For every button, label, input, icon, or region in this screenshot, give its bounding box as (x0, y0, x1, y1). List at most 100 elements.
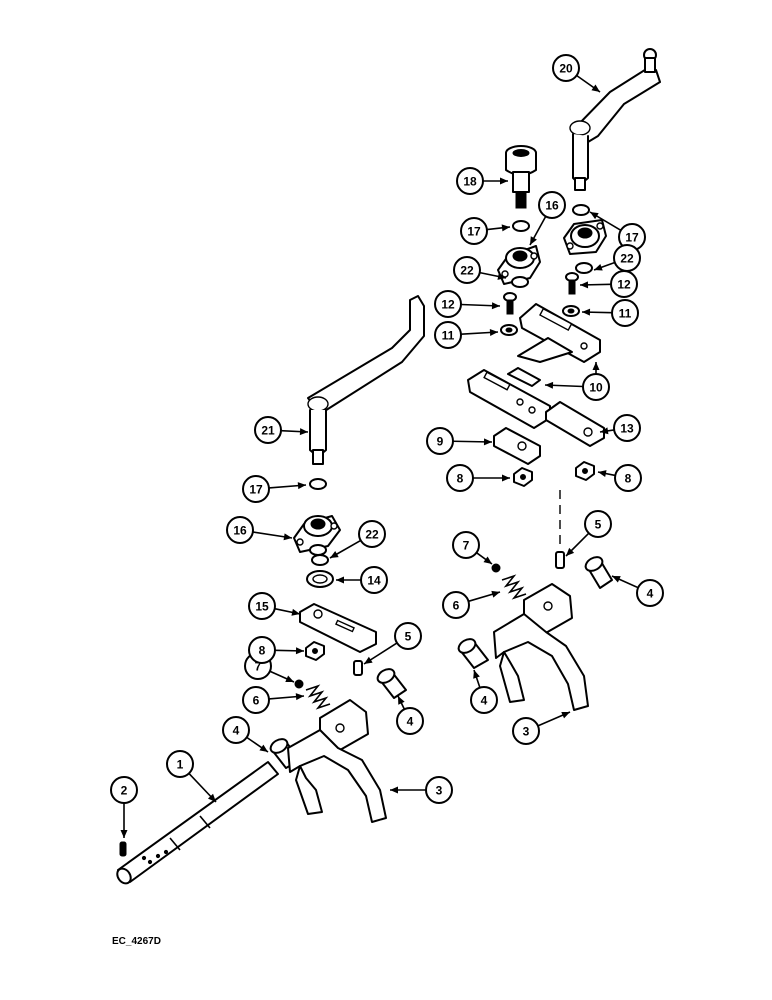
leader-arrowhead (566, 547, 575, 556)
callout-number: 9 (437, 435, 444, 449)
callout-number: 8 (457, 472, 464, 486)
leader-arrowhead (598, 470, 607, 478)
callout-circle (470, 686, 498, 714)
callout-number: 4 (647, 587, 654, 601)
callout-12: 12 (610, 270, 638, 298)
leader-arrowhead (336, 576, 344, 584)
callout-circle (426, 427, 454, 455)
leader-arrowhead (600, 427, 609, 435)
callout-number: 8 (625, 472, 632, 486)
roll-pin-2 (119, 841, 127, 857)
callout-number: 12 (617, 278, 631, 292)
callout-circle (226, 516, 254, 544)
callout-10: 10 (582, 373, 610, 401)
leader-arrowhead (283, 533, 292, 541)
o-ring-22-lower (311, 554, 329, 566)
leader-arrowhead (497, 272, 506, 280)
leader-arrowhead (330, 550, 339, 558)
callout-15: 15 (248, 592, 276, 620)
callout-8: 8 (446, 464, 474, 492)
interlock-plate-10 (467, 303, 601, 429)
callout-16: 16 (538, 191, 566, 219)
callout-circle (460, 217, 488, 245)
callout-circle (222, 716, 250, 744)
plunger-18 (505, 145, 537, 209)
callout-22: 22 (358, 520, 386, 548)
leader-arrowhead (530, 236, 537, 245)
leader-arrowhead (364, 656, 373, 664)
callout-number: 16 (545, 199, 559, 213)
bearing-housing-16-upper-left (497, 245, 541, 288)
plate-9 (493, 427, 541, 465)
callout-circle (456, 167, 484, 195)
washer-11-left-hole (505, 327, 513, 333)
shift-rail-1 (116, 761, 279, 885)
callout-circle (248, 636, 276, 664)
callout-11: 11 (434, 321, 462, 349)
callout-number: 10 (589, 381, 603, 395)
callout-number: 22 (460, 264, 474, 278)
callout-6: 6 (442, 591, 470, 619)
callout-21: 21 (254, 416, 282, 444)
callout-circle (614, 464, 642, 492)
callout-5: 5 (584, 510, 612, 538)
leader-arrowhead (285, 675, 294, 682)
nut-8-center (513, 467, 533, 487)
callout-number: 4 (233, 724, 240, 738)
callout-circle (611, 299, 639, 327)
callout-circle (512, 717, 540, 745)
callout-14: 14 (360, 566, 388, 594)
callout-number: 22 (620, 252, 634, 266)
callout-number: 22 (365, 528, 379, 542)
callout-number: 12 (441, 298, 455, 312)
bearing-housing-16-lower (293, 515, 341, 556)
callout-12: 12 (434, 290, 462, 318)
nut-8-right (575, 461, 595, 481)
callout-circle (452, 531, 480, 559)
callout-11: 11 (611, 299, 639, 327)
callout-8: 8 (248, 636, 276, 664)
callout-circle (248, 592, 276, 620)
callout-1: 1 (166, 750, 194, 778)
bolt-12-right (565, 272, 579, 295)
callout-circle (358, 520, 386, 548)
o-ring-17-upper-right (572, 204, 590, 216)
spring-6-left (305, 684, 331, 710)
leader-arrowhead (545, 381, 554, 389)
callout-number: 13 (620, 422, 634, 436)
callout-number: 11 (442, 329, 455, 343)
leader-arrowhead (502, 474, 510, 482)
callout-number: 4 (481, 694, 488, 708)
leader-arrowhead (582, 308, 591, 316)
leader-arrowhead (580, 281, 589, 289)
callout-18: 18 (456, 167, 484, 195)
callout-22: 22 (453, 256, 481, 284)
leader-arrowhead (398, 696, 405, 705)
leader-arrowhead (120, 830, 128, 838)
callout-number: 17 (625, 231, 639, 245)
leader-arrowhead (295, 693, 304, 701)
callout-circle (442, 591, 470, 619)
callout-20: 20 (552, 54, 580, 82)
leader-arrowhead (592, 362, 600, 370)
leader-arrowhead (483, 556, 492, 564)
callout-number: 6 (453, 599, 460, 613)
callout-circle (110, 776, 138, 804)
callout-circle (582, 373, 610, 401)
callout-circle (425, 776, 453, 804)
callout-3: 3 (512, 717, 540, 745)
callout-circle (613, 414, 641, 442)
callout-circle (166, 750, 194, 778)
ball-7-left (294, 679, 304, 689)
callout-4: 4 (636, 579, 664, 607)
callout-2: 2 (110, 776, 138, 804)
bolt-12-left (503, 292, 517, 315)
figure-reference-code: EC_4267D (112, 936, 161, 947)
callout-3: 3 (425, 776, 453, 804)
shift-fork-3-right (493, 583, 589, 711)
leader-arrowhead (561, 711, 570, 719)
leader-arrowhead (295, 647, 304, 655)
callout-number: 11 (619, 307, 632, 321)
leader-arrowhead (590, 212, 599, 220)
